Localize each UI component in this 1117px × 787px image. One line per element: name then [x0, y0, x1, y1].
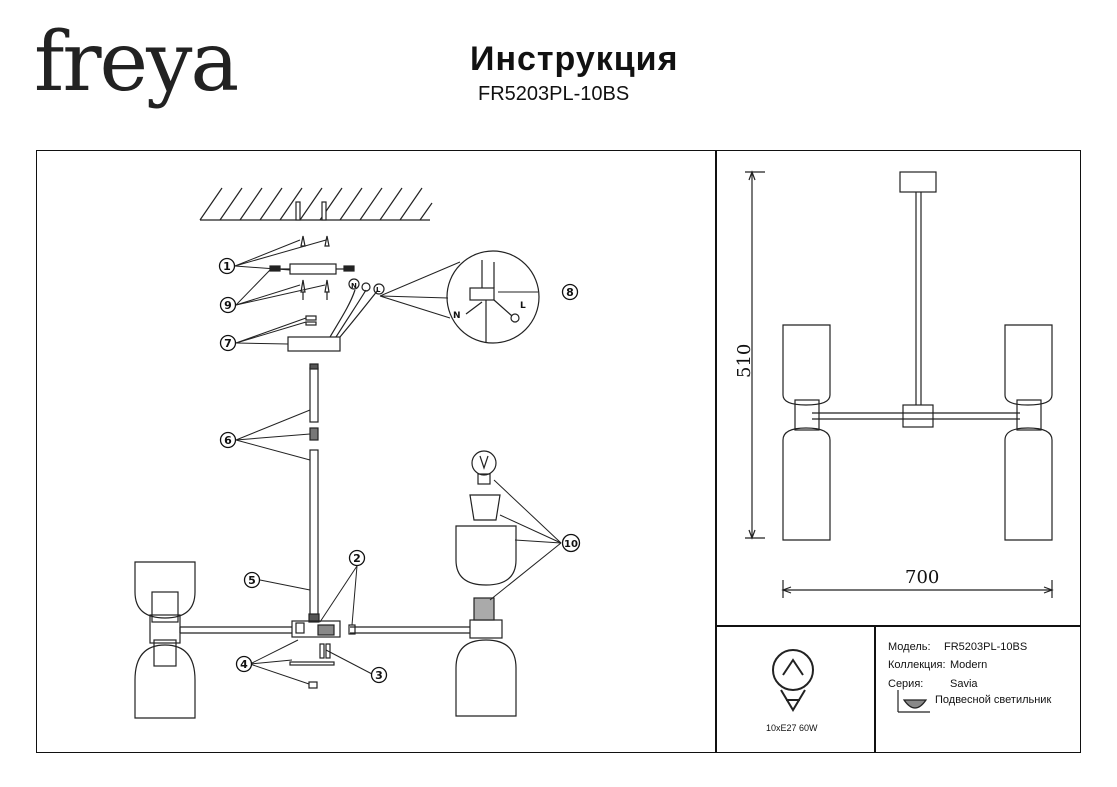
callout-4: 4 — [240, 658, 248, 671]
ceiling-hatch — [199, 187, 433, 221]
frame-divider — [715, 150, 717, 753]
height-dimension: 510 — [734, 344, 755, 378]
right-lamp-exploded — [455, 450, 517, 717]
wall-anchors — [300, 235, 330, 300]
model-value: FR5203PL-10BS — [944, 641, 1028, 653]
pendant-icon — [897, 690, 930, 713]
callout-8: 8 — [566, 286, 574, 299]
bulb-icon — [772, 649, 814, 712]
model-code: FR5203PL-10BS — [478, 83, 630, 105]
fixture-type: Подвесной светильник — [935, 694, 1052, 706]
wire-neutral-label: N — [453, 311, 461, 321]
collection-value: Modern — [950, 659, 988, 671]
wiring-detail — [446, 250, 540, 344]
callout-1: 1 — [223, 260, 231, 273]
callout-10: 10 — [564, 539, 578, 550]
drawing-frame — [36, 150, 1081, 753]
callout-leaders — [234, 239, 562, 685]
width-dimension: 700 — [905, 567, 939, 588]
wire-l-symbol: L — [376, 286, 381, 294]
lamp-spec: 10xE27 60W — [766, 723, 818, 733]
wire-live-label: L — [520, 301, 526, 311]
callout-3: 3 — [375, 669, 383, 682]
central-hub — [180, 620, 470, 689]
wire-n-symbol: N — [351, 282, 357, 290]
collection-label: Коллекция: — [888, 659, 946, 671]
callout-6: 6 — [224, 434, 232, 447]
callout-5: 5 — [248, 574, 256, 587]
spec-divider-vertical — [874, 625, 876, 753]
spec-divider — [715, 625, 1081, 627]
callout-9: 9 — [224, 299, 232, 312]
callout-2: 2 — [353, 552, 361, 565]
series-label: Серия: — [888, 678, 924, 690]
model-label: Модель: — [888, 641, 931, 653]
page-title: Инструкция — [470, 40, 679, 78]
dimension-view — [745, 170, 1054, 598]
brand-logo: freya — [34, 15, 239, 110]
series-value: Savia — [950, 678, 978, 690]
left-lamp-pair — [134, 561, 196, 719]
callout-7: 7 — [224, 337, 232, 350]
